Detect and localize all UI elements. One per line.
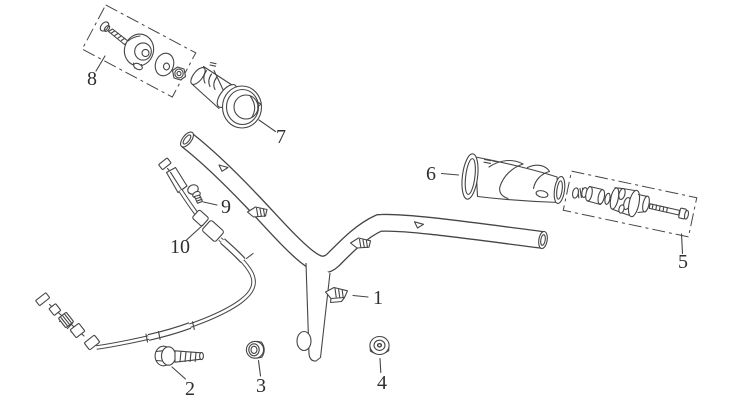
part-9-screw [187, 184, 204, 204]
leader-line-4 [379, 357, 382, 374]
cable-upper-fitting [165, 166, 188, 194]
part-labels: 1 2 3 4 5 6 7 8 9 10 [87, 68, 688, 400]
leader-line-5 [680, 233, 684, 255]
part-label-2: 2 [185, 378, 195, 400]
direction-arrow [413, 221, 425, 229]
leader-line-3 [257, 359, 262, 377]
part-1-handlebar [180, 131, 548, 362]
bracket-tab [246, 206, 268, 218]
part-label-4: 4 [377, 372, 387, 394]
mount-hole [296, 330, 312, 352]
adjuster-bolt [99, 21, 130, 46]
leader-line-8 [95, 55, 106, 72]
part-2-hex-bolt [154, 345, 204, 367]
stem [305, 262, 331, 362]
part-3-nut [245, 340, 265, 359]
part-label-10: 10 [170, 236, 190, 258]
part-8-throttle-housing-kit [81, 4, 197, 98]
cable-end-cap [158, 157, 172, 170]
part-label-3: 3 [256, 375, 266, 397]
part-label-6: 6 [426, 163, 436, 185]
spacer-cylinder [585, 185, 606, 206]
leader-line-1 [352, 294, 369, 298]
part-6-handgrip [461, 153, 566, 205]
part-7-throttle-grip [190, 61, 263, 129]
bar-end-opening [180, 131, 548, 250]
part-5-bar-end-kit [562, 170, 698, 238]
part-4-flange-nut [369, 335, 390, 356]
part-label-9: 9 [221, 196, 231, 218]
leader-lines [95, 55, 684, 380]
washer-ring [604, 192, 611, 205]
leader-line-10 [185, 223, 205, 241]
part-label-7: 7 [276, 126, 286, 148]
bar-end-weight [609, 187, 650, 218]
stem-bracket-tab [324, 286, 349, 304]
cable-adjuster-barrel [202, 220, 224, 242]
direction-arrow [218, 164, 229, 172]
leader-line-6 [440, 172, 460, 176]
part-label-8: 8 [87, 68, 97, 90]
bracket-tab [349, 237, 372, 249]
leader-line-9 [202, 201, 218, 206]
part-label-1: 1 [373, 287, 383, 309]
washer [154, 52, 175, 77]
grip-flange [461, 153, 479, 200]
throttle-housing [123, 33, 155, 71]
part-10-throttle-cable [35, 157, 256, 350]
part-label-5: 5 [678, 251, 688, 273]
leader-line-2 [171, 366, 187, 380]
tube-end [190, 67, 206, 85]
bar-end-bolt [648, 203, 690, 220]
grip-body [474, 156, 561, 204]
leader-line-7 [258, 119, 277, 133]
dashed-box-5 [562, 170, 698, 238]
expander-collet [572, 187, 588, 199]
cable-adjuster [192, 209, 209, 227]
hex-nut [171, 66, 187, 81]
cable-lower-adjuster [35, 292, 100, 350]
